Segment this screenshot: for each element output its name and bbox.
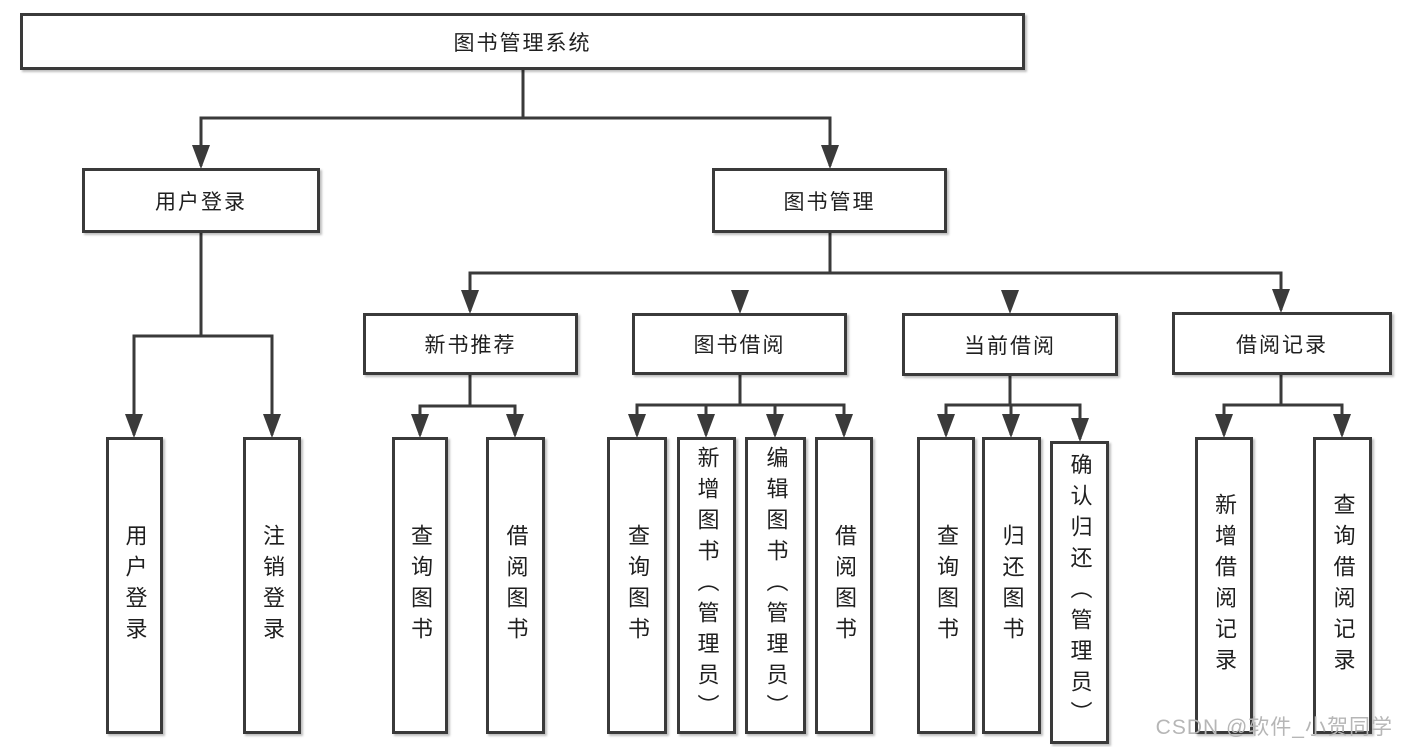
leaf-logout: 注销登录 [243, 437, 301, 734]
leaf-add-book-admin: 新增图书（管理员） [677, 437, 736, 734]
leaf-confirm-return-admin: 确认归还（管理员） [1050, 441, 1109, 744]
node-user-login: 用户登录 [82, 168, 320, 233]
node-root-system: 图书管理系统 [20, 13, 1025, 70]
leaf-return-books: 归还图书 [982, 437, 1041, 734]
leaf-query-books-current: 查询图书 [917, 437, 975, 734]
node-borrow-records: 借阅记录 [1172, 312, 1392, 375]
node-current-borrowing: 当前借阅 [902, 313, 1118, 376]
node-book-management: 图书管理 [712, 168, 947, 233]
leaf-add-borrow-record: 新增借阅记录 [1195, 437, 1253, 734]
node-new-book-recommend: 新书推荐 [363, 313, 578, 375]
leaf-borrow-books-recommend: 借阅图书 [486, 437, 545, 734]
leaf-query-books-borrowing: 查询图书 [607, 437, 667, 734]
leaf-user-login: 用户登录 [106, 437, 163, 734]
leaf-borrow-books: 借阅图书 [815, 437, 873, 734]
node-book-borrowing: 图书借阅 [632, 313, 847, 375]
leaf-query-borrow-record: 查询借阅记录 [1313, 437, 1372, 734]
leaf-edit-book-admin: 编辑图书（管理员） [745, 437, 806, 734]
leaf-query-books-recommend: 查询图书 [392, 437, 448, 734]
